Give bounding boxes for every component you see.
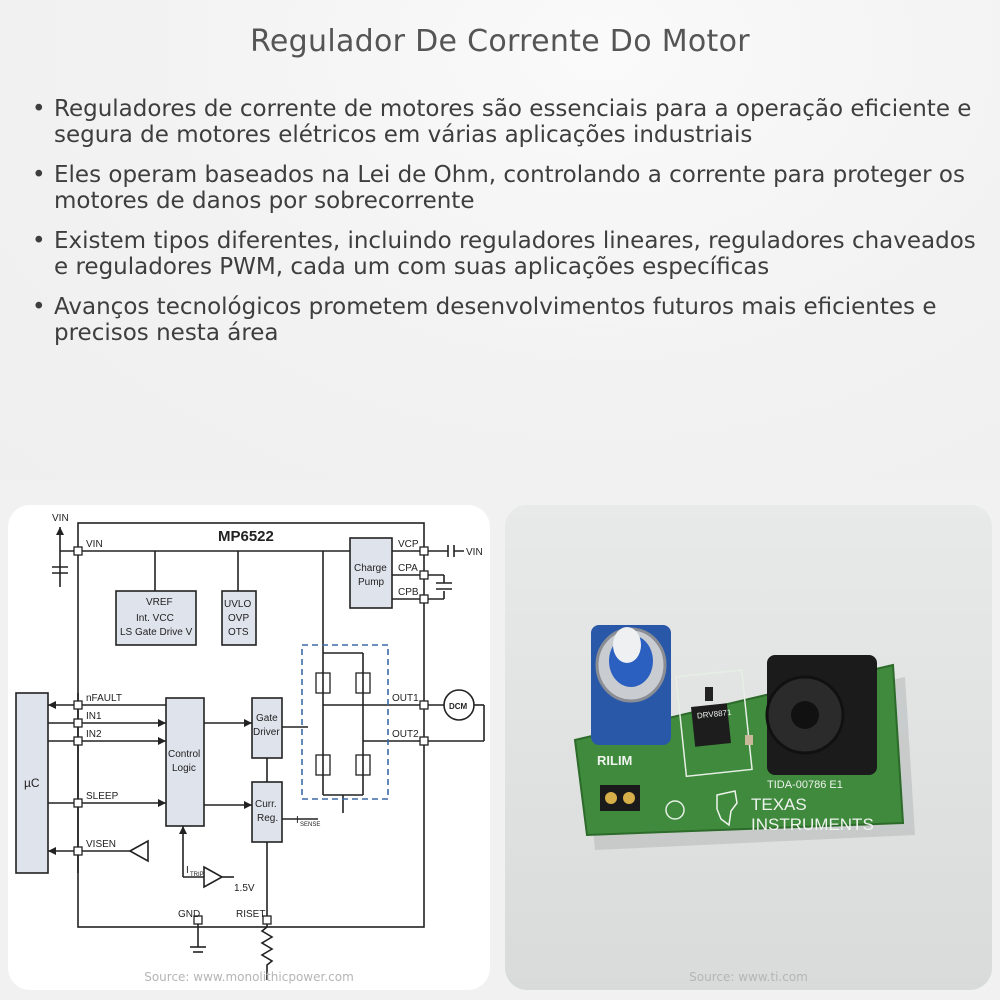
bullet-text: Reguladores de corrente de motores são e… — [54, 96, 972, 148]
bullet-text: Eles operam baseados na Lei de Ohm, cont… — [54, 162, 965, 214]
bullet-item: • Avanços tecnológicos prometem desenvolv… — [30, 294, 980, 346]
bullet-item: • Existem tipos diferentes, incluindo reg… — [30, 228, 980, 280]
vcp-label: VCP — [398, 539, 419, 550]
itrp-sub: TRIP — [190, 872, 204, 878]
logic-label: Logic — [172, 763, 196, 774]
brand-line-2: INSTRUMENTS — [751, 815, 874, 834]
vin-top-label: VIN — [52, 513, 69, 524]
chip-outline-silk — [675, 669, 753, 778]
block-diagram: MP6522 VIN VIN VIN VREF Int. VCC LS Gate… — [15, 513, 485, 980]
background-texture — [0, 0, 1000, 480]
visen-label: VISEN — [86, 839, 116, 850]
uc-block — [15, 692, 49, 874]
dcm-label: DCM — [449, 702, 468, 711]
intvcc-label: Int. VCC — [136, 613, 174, 624]
sleep-label: SLEEP — [86, 791, 119, 802]
bullet-marker: • — [32, 96, 46, 122]
bullet-marker: • — [32, 228, 46, 254]
ti-logo — [716, 790, 738, 827]
ovp-label: OVP — [228, 613, 249, 624]
curr-label: Curr. — [255, 799, 277, 810]
bullet-item: • Eles operam baseados na Lei de Ohm, con… — [30, 162, 980, 214]
charge-pump-block — [349, 537, 393, 609]
bullet-text: Existem tipos diferentes, incluindo regu… — [54, 228, 976, 280]
board-label: TIDA-00786 E1 — [767, 779, 843, 791]
uvlo-label: UVLO — [224, 599, 251, 610]
block-diagram-panel: MP6522 VIN VIN VIN VREF Int. VCC LS Gate… — [8, 505, 490, 990]
pcb-photo-panel: DRV8871 RILIM TIDA-00786 E1 TEXAS INSTRU… — [505, 505, 992, 990]
ic-chip — [691, 703, 731, 747]
pump-label: Pump — [358, 577, 385, 588]
out2-label: OUT2 — [392, 729, 419, 740]
ls-gate-label: LS Gate Drive V — [120, 627, 193, 638]
out1-label: OUT1 — [392, 693, 419, 704]
isense-label: I — [296, 815, 299, 826]
h-bridge-outline — [301, 644, 389, 800]
bullet-list: • Reguladores de corrente de motores são … — [30, 96, 980, 360]
bullet-item: • Reguladores de corrente de motores são … — [30, 96, 980, 148]
motor-symbol — [443, 689, 475, 721]
vref-block — [115, 590, 197, 646]
uvlo-block — [221, 590, 257, 646]
page-title: Regulador De Corrente Do Motor — [250, 24, 750, 59]
in2-label: IN2 — [86, 729, 102, 740]
isense-sub: SENSE — [300, 822, 320, 828]
diagram-source: Source: www.monolithicpower.com — [144, 970, 354, 984]
photo-source: Source: www.ti.com — [689, 970, 808, 984]
uc-label: µC — [24, 776, 40, 790]
cpb-label: CPB — [398, 587, 419, 598]
vin-pin-label: VIN — [86, 539, 103, 550]
vref-label: VREF — [146, 597, 173, 608]
control-logic-block — [165, 697, 205, 827]
driver-label: Driver — [253, 727, 280, 738]
gnd-label: GND — [178, 909, 200, 920]
v15-label: 1.5V — [234, 883, 255, 894]
curr-reg-block — [251, 781, 283, 843]
control-label: Control — [168, 749, 200, 760]
pcb-photo: DRV8871 RILIM TIDA-00786 E1 TEXAS INSTRU… — [505, 505, 992, 990]
charge-label: Charge — [354, 563, 387, 574]
rilim-label: RILIM — [597, 753, 632, 768]
chip-name: MP6522 — [218, 528, 274, 545]
riset-label: RISET — [236, 909, 265, 920]
gate-label: Gate — [256, 713, 278, 724]
bullet-marker: • — [32, 162, 46, 188]
reg-label: Reg. — [257, 813, 278, 824]
bullet-text: Avanços tecnológicos prometem desenvolvi… — [54, 294, 937, 346]
itrp-label: I — [186, 865, 189, 876]
vin-right-label: VIN — [466, 547, 483, 558]
nfault-label: nFAULT — [86, 693, 122, 704]
in1-label: IN1 — [86, 711, 102, 722]
bullet-marker: • — [32, 294, 46, 320]
chip-label: DRV8871 — [697, 708, 733, 721]
cpa-label: CPA — [398, 563, 418, 574]
brand-line-1: TEXAS — [751, 795, 807, 814]
ots-label: OTS — [228, 627, 249, 638]
